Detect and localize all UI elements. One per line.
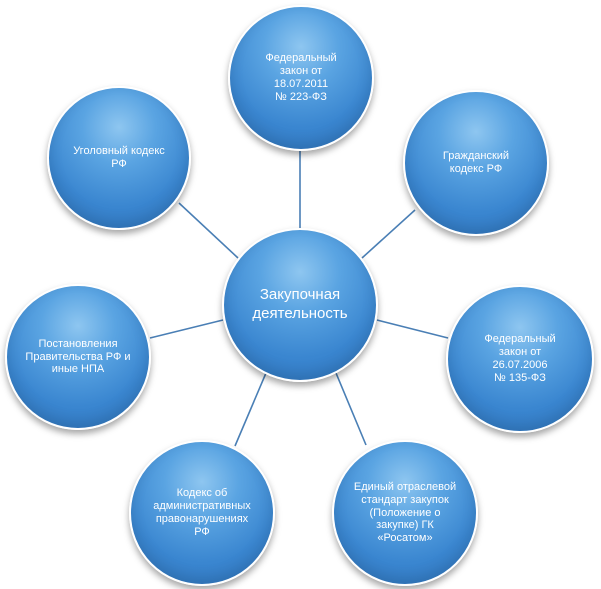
node-criminal-code: Уголовный кодекс РФ <box>47 86 191 230</box>
node-label: Федеральный закон от 18.07.2011 № 223-ФЗ <box>265 52 337 103</box>
node-government-resolutions: Постановления Правительства РФ и иные НП… <box>5 284 151 430</box>
node-label: Федеральный закон от 26.07.2006 № 135-ФЗ <box>484 333 556 384</box>
node-label: Единый отраслевой стандарт закупок (Поло… <box>353 480 457 545</box>
connector-upper-left <box>178 202 239 259</box>
node-procurement-activity: Закупочная деятельность <box>222 228 378 382</box>
node-label: Гражданский кодекс РФ <box>442 150 510 175</box>
node-rosatom-standard: Единый отраслевой стандарт закупок (Поло… <box>332 440 478 586</box>
node-civil-code: Гражданский кодекс РФ <box>403 90 549 236</box>
connector-right <box>376 319 449 339</box>
center-label: Закупочная деятельность <box>252 286 348 322</box>
connector-left <box>149 319 224 339</box>
node-label: Постановления Правительства РФ и иные НП… <box>25 337 131 376</box>
node-administrative-code: Кодекс об административных правонарушени… <box>129 440 275 586</box>
connector-bottom-left <box>234 372 267 447</box>
node-label: Уголовный кодекс РФ <box>73 145 165 170</box>
node-federal-law-135: Федеральный закон от 26.07.2006 № 135-ФЗ <box>446 285 594 433</box>
connector-bottom-right <box>335 372 367 446</box>
node-label: Кодекс об административных правонарушени… <box>153 487 251 538</box>
connector-upper-right <box>361 209 416 259</box>
node-federal-law-223: Федеральный закон от 18.07.2011 № 223-ФЗ <box>228 5 374 151</box>
